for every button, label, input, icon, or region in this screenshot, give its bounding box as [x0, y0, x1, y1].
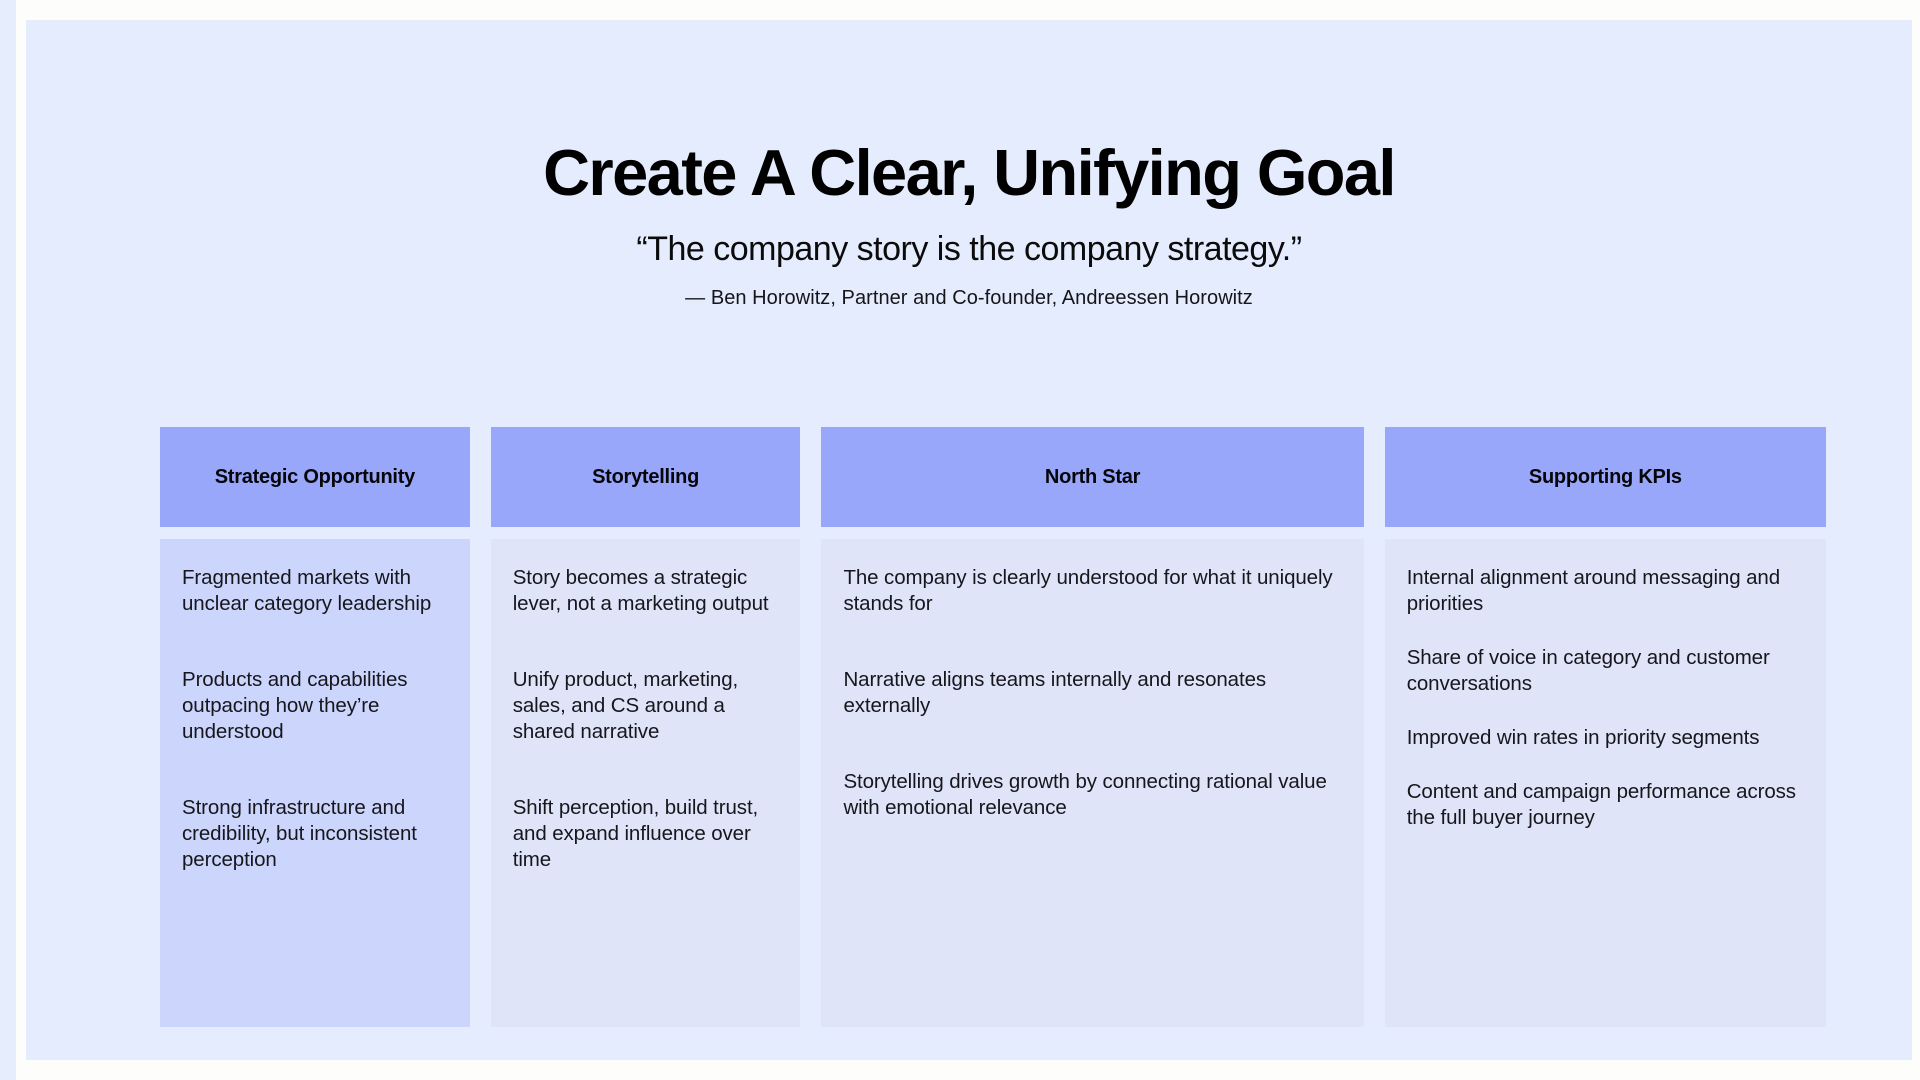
column-header-label: Storytelling — [592, 465, 700, 488]
list-item: Share of voice in category and customer … — [1406, 646, 1770, 696]
list-item: Improved win rates in priority segments — [1406, 726, 1760, 750]
column-header-north-star: North Star — [821, 427, 1364, 527]
quote-text: “The company story is the company strate… — [636, 230, 1302, 269]
column-header-label: Strategic Opportunity — [214, 465, 416, 488]
column-body-storytelling: Story becomes a strategic lever, not a m… — [490, 539, 801, 1027]
list-item: Storytelling drives growth by connecting… — [843, 770, 1327, 820]
column-north-star: North Star The company is clearly unders… — [821, 427, 1364, 1027]
column-body-strategic-opportunity: Fragmented markets with unclear category… — [160, 539, 470, 1027]
list-item: The company is clearly understood for wh… — [843, 566, 1333, 616]
column-header-label: North Star — [1044, 465, 1141, 488]
left-edge-strip — [0, 0, 16, 1080]
column-storytelling: Storytelling Story becomes a strategic l… — [490, 427, 801, 1027]
list-item: Internal alignment around messaging and … — [1406, 566, 1781, 616]
column-strategic-opportunity: Strategic Opportunity Fragmented markets… — [160, 427, 470, 1027]
column-header-strategic-opportunity: Strategic Opportunity — [160, 427, 470, 527]
column-header-label: Supporting KPIs — [1528, 465, 1682, 488]
quote-attribution: — Ben Horowitz, Partner and Co-founder, … — [685, 287, 1253, 310]
page-title: Create A Clear, Unifying Goal — [543, 136, 1396, 209]
column-header-supporting-kpis: Supporting KPIs — [1384, 427, 1826, 527]
list-item: Products and capabilities outpacing how … — [182, 668, 408, 744]
list-item: Unify product, marketing, sales, and CS … — [512, 668, 739, 744]
list-item: Shift perception, build trust, and expan… — [512, 796, 759, 872]
list-item: Story becomes a strategic lever, not a m… — [512, 566, 769, 616]
list-item: Content and campaign performance across … — [1406, 780, 1796, 830]
list-item: Fragmented markets with unclear category… — [182, 566, 432, 616]
column-supporting-kpis: Supporting KPIs Internal alignment aroun… — [1384, 427, 1826, 1027]
column-body-supporting-kpis: Internal alignment around messaging and … — [1384, 539, 1826, 1027]
list-item: Narrative aligns teams internally and re… — [843, 668, 1267, 718]
column-grid: Strategic Opportunity Fragmented markets… — [160, 427, 1826, 1027]
list-item: Strong infrastructure and credibility, b… — [182, 796, 417, 872]
slide-header: Create A Clear, Unifying Goal “The compa… — [26, 20, 1912, 310]
column-header-storytelling: Storytelling — [490, 427, 801, 527]
slide-canvas: Create A Clear, Unifying Goal “The compa… — [26, 20, 1912, 1060]
column-body-north-star: The company is clearly understood for wh… — [821, 539, 1364, 1027]
